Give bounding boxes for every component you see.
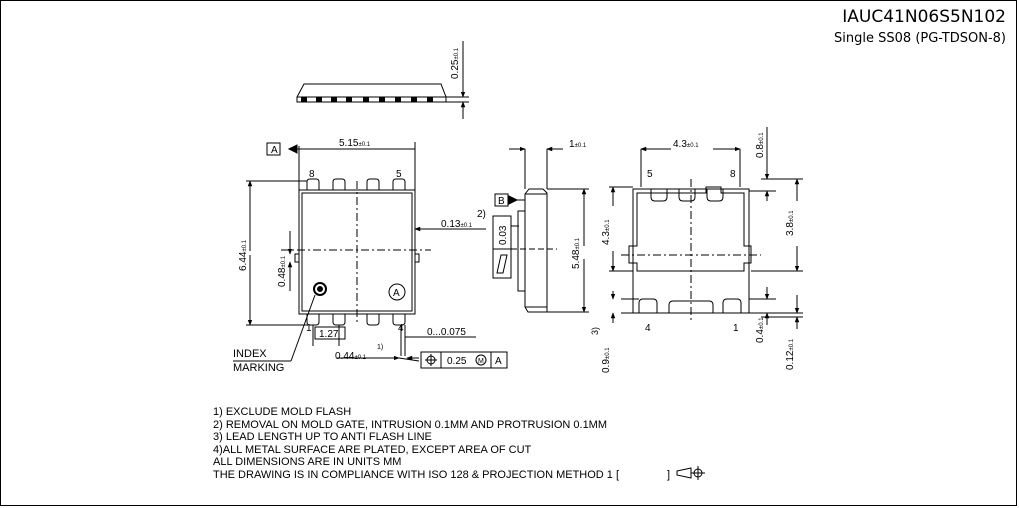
pin-5-label: 5 (396, 169, 402, 180)
coplanarity-value: 0.03 (498, 225, 509, 245)
top-leads-upper (306, 178, 406, 190)
pitch-box (314, 326, 346, 340)
dim-lead-length: 0.9±0.1 (601, 347, 612, 373)
bottom-pin-8-label: 8 (730, 169, 736, 180)
dim-pitch: 1.27 (319, 329, 339, 340)
index-label-1: INDEX (233, 348, 267, 360)
dim-body-length: 5.15±0.1 (339, 138, 371, 149)
note-1: 1) EXCLUDE MOLD FLASH (213, 406, 352, 418)
note-units: ALL DIMENSIONS ARE IN UNITS MM (213, 456, 402, 469)
dim-end-height: 5.48±0.1 (571, 237, 582, 269)
index-label-2: MARKING (233, 362, 284, 374)
note-4: 4)ALL METAL SURFACE ARE PLATED, EXCEPT A… (213, 443, 532, 456)
dim-edge-offset: 0.48±0.1 (277, 255, 288, 287)
package-name: Single SS08 (PG-TDSON-8) (834, 31, 1006, 46)
datum-b-label: B (498, 196, 505, 207)
top-view (233, 142, 508, 369)
bottom-pin-4-label: 4 (645, 323, 651, 334)
fcf-datum: A (495, 356, 502, 367)
side-view (296, 41, 469, 119)
datum-a-circle-label: A (393, 288, 400, 299)
end-view (492, 146, 589, 313)
dim-pad-width: 4.3±0.1 (673, 139, 699, 150)
dim-pad-height: 4.3±0.1 (601, 219, 612, 245)
bottom-pad (628, 186, 752, 272)
pin-4-label: 4 (398, 323, 404, 334)
index-marking-dot (313, 282, 327, 296)
datum-a-circle (388, 283, 406, 301)
end-body (524, 188, 548, 313)
coplanarity-frame (492, 215, 512, 279)
dim-lead-width: 0.44±0.1 (335, 351, 367, 362)
note-ref-2-top: 2) (477, 209, 486, 220)
bottom-pin-5-label: 5 (647, 169, 653, 180)
dim-body-width: 6.44±0.1 (238, 239, 249, 271)
side-leads (301, 97, 433, 102)
dim-bottom-gap: 0.4±0.1 (755, 317, 766, 343)
bottom-view (609, 127, 803, 329)
dim-side-height: 0.25±0.1 (450, 47, 461, 79)
note-3: 3) LEAD LENGTH UP TO ANTI FLASH LINE (213, 431, 432, 444)
note-ref-3: 3) (590, 327, 600, 335)
dim-end-thickness: 1±0.1 (569, 139, 587, 150)
top-leads-lower (306, 314, 406, 326)
dim-top-gap: 0.8±0.1 (755, 132, 766, 158)
fcf-modifier: M (478, 358, 484, 365)
fcf-tolerance: 0.25 (447, 356, 467, 367)
feature-control-frame (420, 351, 508, 369)
note-ref-1: 1) (377, 344, 383, 351)
pin-8-label: 8 (309, 169, 315, 180)
dim-bottom-edge: 0.12±0.1 (785, 338, 796, 370)
note-2: 2) REMOVAL ON MOLD GATE, INTRUSION 0.1MM… (213, 418, 608, 431)
bottom-pin-1-label: 1 (733, 323, 739, 334)
dim-protrusion: 0.13±0.1 (441, 219, 473, 230)
datum-a-flag (266, 142, 281, 156)
pin-1-label: 1 (306, 323, 312, 334)
note-compliance: THE DRAWING IS IN COMPLIANCE WITH ISO 12… (213, 468, 671, 481)
projection-method-icon (676, 466, 705, 480)
dim-lead-range: 0...0.075 (427, 327, 466, 338)
datum-a-label: A (271, 145, 278, 156)
part-number: IAUC41N06S5N102 (842, 7, 1006, 27)
notes-block: 1) EXCLUDE MOLD FLASH 2) REMOVAL ON MOLD… (213, 406, 670, 482)
dim-pad-depth: 3.8±0.1 (785, 210, 796, 236)
